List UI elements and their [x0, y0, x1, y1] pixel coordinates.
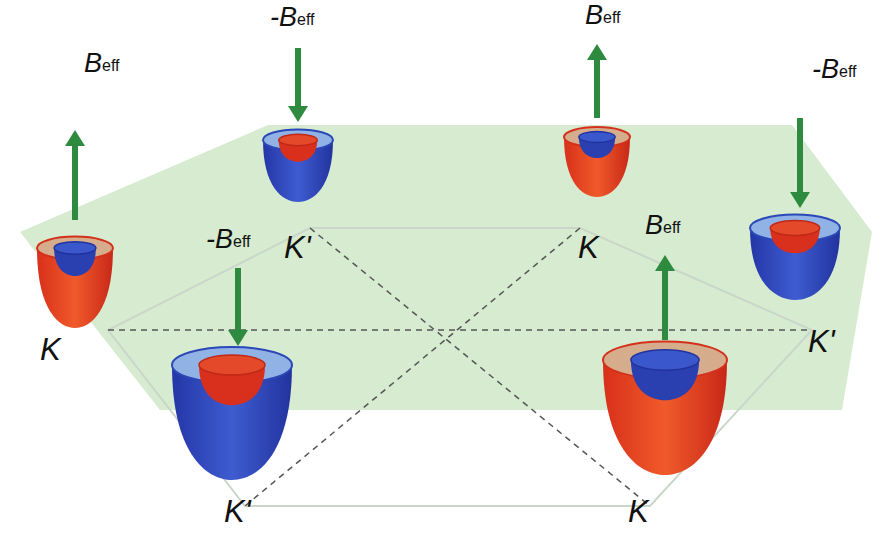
k-prime-valley [263, 130, 333, 203]
arrow-shaft [662, 271, 668, 340]
dashed-diagonals [108, 228, 812, 506]
valley-body [37, 248, 113, 328]
field-arrow [65, 130, 85, 220]
arrow-head [655, 255, 675, 271]
field-symbol: B [84, 48, 102, 78]
arrow-head [587, 44, 607, 60]
arrow-shaft [235, 268, 241, 330]
field-arrow [228, 268, 248, 346]
arrow-shaft [797, 118, 803, 192]
valley-body [263, 140, 333, 202]
k-valley [564, 127, 630, 197]
arrow-head [65, 130, 85, 146]
valley-body [564, 137, 630, 197]
arrow-head [790, 192, 810, 208]
arrow-head [288, 106, 308, 122]
field-subscript: eff [102, 57, 120, 74]
inner-rim [631, 350, 699, 370]
field-arrow [790, 118, 810, 208]
field-subscript: eff [839, 63, 857, 80]
field-label: -Beff [270, 4, 315, 31]
inner-rim [579, 132, 615, 143]
inner-rim [54, 242, 96, 255]
field-subscript: eff [233, 233, 251, 250]
arrow-head [228, 330, 248, 346]
k-valley [603, 341, 727, 475]
field-symbol: B [585, 0, 603, 30]
valley-label: K [628, 496, 649, 527]
field-symbol: B [645, 210, 663, 240]
valley-label: K [578, 232, 599, 263]
field-arrow [288, 48, 308, 122]
valley-body [172, 365, 292, 480]
field-subscript: eff [603, 9, 621, 26]
arrow-shaft [72, 146, 78, 220]
field-symbol: -B [812, 54, 839, 84]
field-arrow [655, 255, 675, 340]
k-prime-valley [750, 215, 840, 301]
valley-label: K' [224, 496, 251, 527]
valley-label: K [40, 334, 61, 365]
inner-rim [279, 134, 318, 146]
field-arrow [587, 44, 607, 118]
field-arrows [65, 44, 810, 346]
field-label: Beff [585, 2, 621, 29]
field-symbol: -B [270, 2, 297, 32]
field-label: -Beff [812, 56, 857, 83]
arrow-shaft [594, 60, 600, 118]
plane [20, 125, 872, 410]
field-subscript: eff [297, 11, 315, 28]
arrow-shaft [295, 48, 301, 106]
valley-label: K' [284, 232, 311, 263]
hexagon [108, 228, 812, 506]
valley-body [750, 228, 840, 300]
field-label: Beff [84, 50, 120, 77]
inner-rim [199, 355, 265, 375]
valley-body [603, 360, 727, 475]
field-label: -Beff [206, 226, 251, 253]
field-label: Beff [645, 212, 681, 239]
field-subscript: eff [663, 219, 681, 236]
field-symbol: -B [206, 224, 233, 254]
k-prime-valley [172, 347, 292, 480]
k-valley [37, 237, 113, 328]
inner-rim [770, 221, 820, 236]
valleys [37, 127, 840, 480]
valley-label: K' [808, 326, 835, 357]
